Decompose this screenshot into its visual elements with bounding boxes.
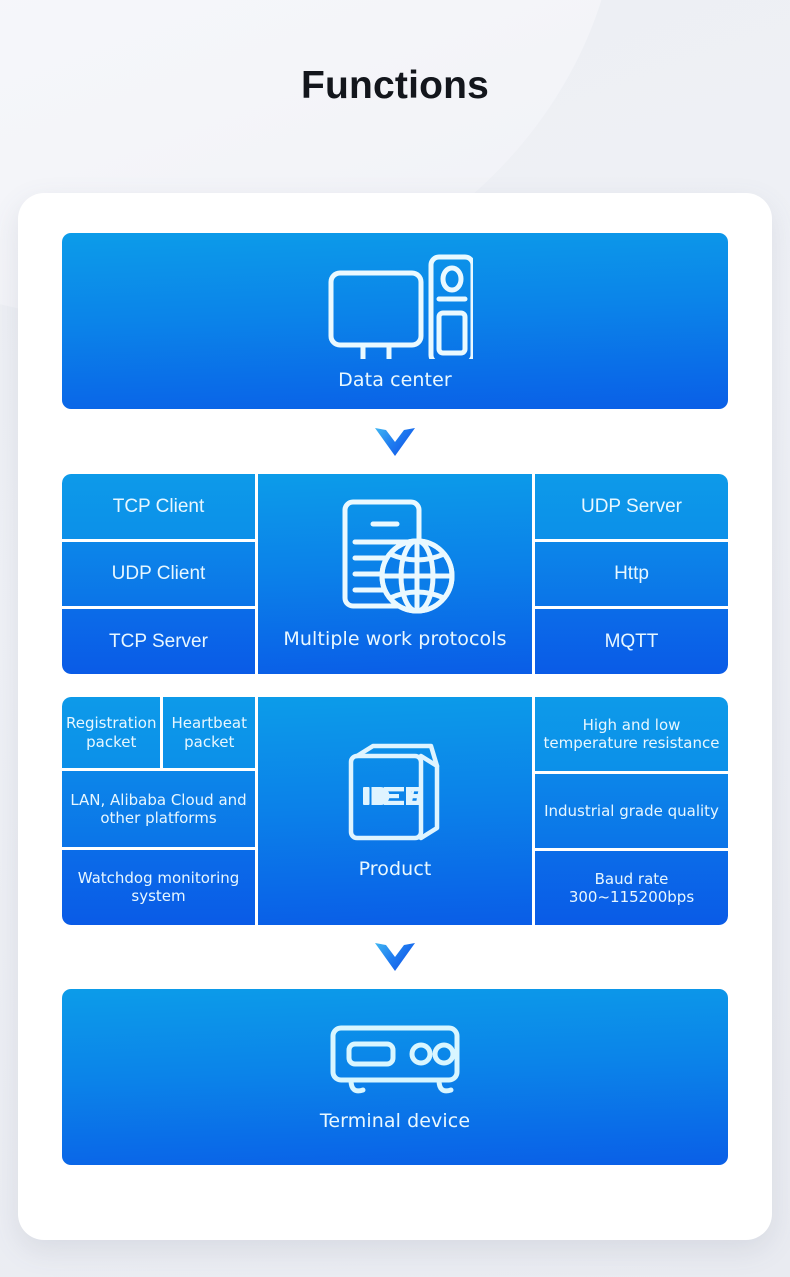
product-center-label: Product — [358, 858, 432, 880]
page-title: Functions — [300, 64, 490, 107]
product-cell-industrial[interactable]: Industrial grade quality — [535, 774, 728, 848]
protocols-left-column: TCP Client UDP Client TCP Server — [62, 474, 255, 674]
product-cell-baud-rate[interactable]: Baud rate 300~115200bps — [535, 851, 728, 925]
protocols-right-column: UDP Server Http MQTT — [535, 474, 728, 674]
protocols-center-label: Multiple work protocols — [283, 628, 507, 650]
protocols-group: TCP Client UDP Client TCP Server — [62, 474, 728, 674]
protocol-cell-mqtt[interactable]: MQTT — [535, 609, 728, 674]
protocol-cell-udp-client[interactable]: UDP Client — [62, 541, 255, 607]
product-cell-platforms[interactable]: LAN, Alibaba Cloud and other platforms — [62, 771, 255, 847]
product-center-node[interactable]: H Product — [258, 697, 532, 925]
product-left-column: Registration packet Heartbeat packet LAN… — [62, 697, 255, 925]
desktop-computer-icon — [317, 251, 473, 359]
protocol-cell-udp-server[interactable]: UDP Server — [535, 474, 728, 539]
functions-card: Data center TCP C — [18, 193, 772, 1240]
product-brand-text: H — [409, 788, 422, 806]
terminal-device-icon — [325, 1022, 465, 1100]
protocol-cell-tcp-client[interactable]: TCP Client — [62, 474, 255, 539]
data-center-label: Data center — [338, 369, 452, 391]
terminal-device-node[interactable]: Terminal device — [62, 989, 728, 1165]
product-cell-watchdog[interactable]: Watchdog monitoring system — [62, 849, 255, 925]
document-globe-icon — [333, 498, 457, 620]
arrow-2-container — [62, 925, 728, 989]
data-center-node[interactable]: Data center — [62, 233, 728, 409]
arrow-1-container — [62, 409, 728, 474]
product-cell-temperature[interactable]: High and low temperature resistance — [535, 697, 728, 771]
protocol-cell-tcp-server[interactable]: TCP Server — [62, 609, 255, 674]
chevron-down-arrow-icon — [373, 941, 417, 973]
flow-diagram: Data center TCP C — [62, 233, 728, 1165]
product-right-column: High and low temperature resistance Indu… — [535, 697, 728, 925]
product-box-icon: H — [343, 742, 447, 850]
chevron-down-arrow-icon — [373, 426, 417, 458]
product-cell-heartbeat-packet[interactable]: Heartbeat packet — [163, 697, 255, 769]
protocol-cell-http[interactable]: Http — [535, 541, 728, 607]
product-group: Registration packet Heartbeat packet LAN… — [62, 697, 728, 925]
product-cell-split-row: Registration packet Heartbeat packet — [62, 697, 255, 769]
group-spacer — [62, 674, 728, 697]
terminal-device-label: Terminal device — [319, 1110, 471, 1132]
protocols-center-node[interactable]: Multiple work protocols — [258, 474, 532, 674]
product-cell-registration-packet[interactable]: Registration packet — [62, 697, 161, 769]
